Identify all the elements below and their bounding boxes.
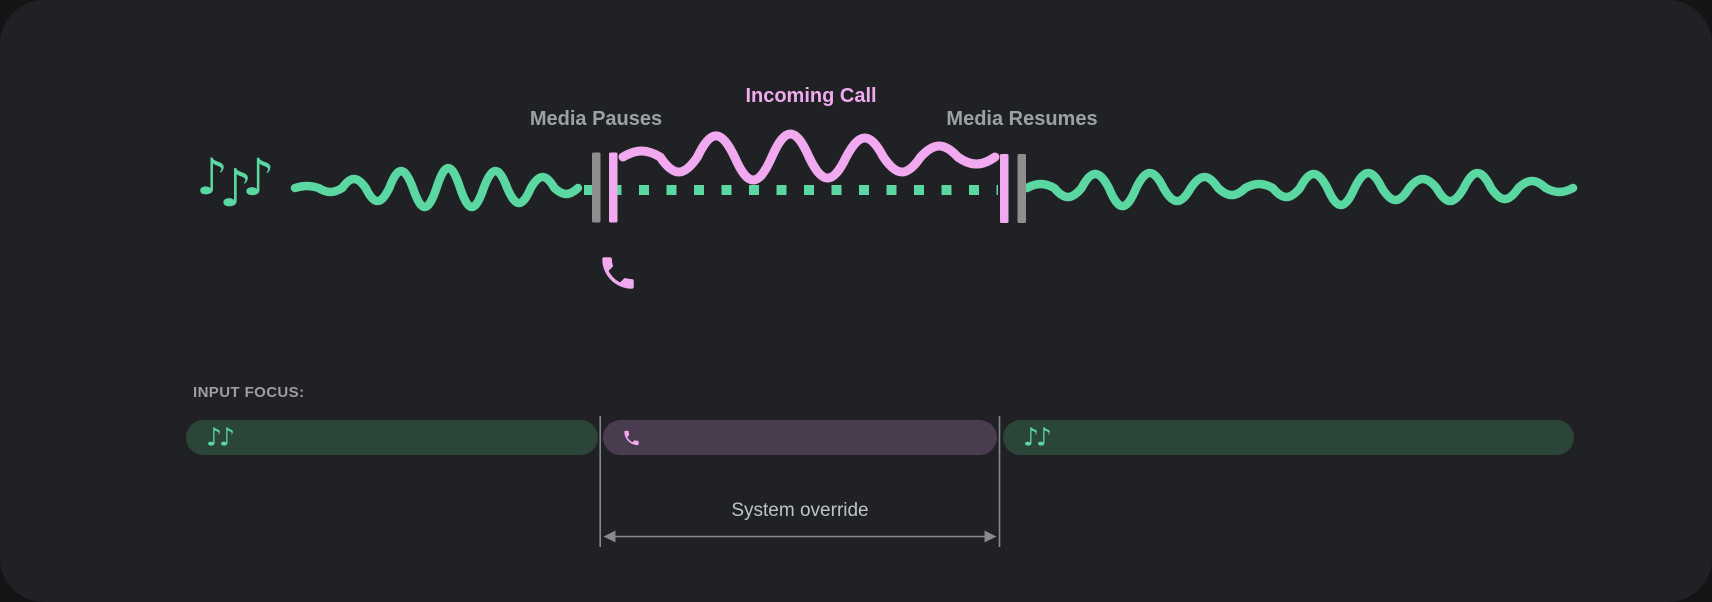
note-glyph: ♪ xyxy=(242,149,275,208)
focus-segment-media-1: ♪♪ xyxy=(186,420,598,455)
phone-icon xyxy=(624,430,639,445)
music-notes-icon: ♪♪ xyxy=(1023,422,1052,451)
pause-marker-pink xyxy=(609,152,618,223)
input-focus-heading: INPUT FOCUS: xyxy=(193,384,305,401)
phone-icon xyxy=(602,257,634,289)
system-override-arrow xyxy=(603,530,997,543)
pause-marker-gray xyxy=(592,152,601,223)
music-notes-icon: ♪ ♪ ♪ xyxy=(196,146,280,224)
media-waveform-after xyxy=(1022,168,1578,211)
note-glyph: ♪ xyxy=(219,159,253,219)
music-notes-icon: ♪♪ xyxy=(206,422,235,451)
incoming-call-waveform xyxy=(618,129,1000,185)
system-override-label: System override xyxy=(731,500,869,521)
note-glyph: ♪ xyxy=(196,148,228,206)
arrow-head-right-icon xyxy=(984,530,997,543)
arrow-head-left-icon xyxy=(603,530,616,543)
incoming-call-label: Incoming Call xyxy=(745,85,877,107)
resume-marker-pink xyxy=(1000,154,1009,223)
media-pauses-label: Media Pauses xyxy=(529,108,663,130)
media-resumes-label: Media Resumes xyxy=(946,108,1098,130)
media-waveform-before xyxy=(290,163,583,212)
resume-marker-gray xyxy=(1017,154,1026,223)
focus-segment-call xyxy=(603,420,997,455)
focus-segment-media-2: ♪♪ xyxy=(1003,420,1574,455)
